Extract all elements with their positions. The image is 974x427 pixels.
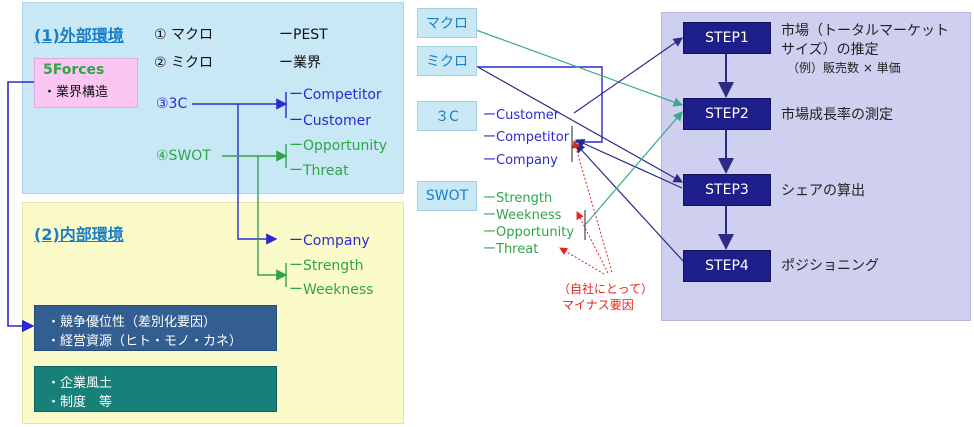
step1-desc-line3: （例）販売数 × 単価 — [787, 61, 901, 75]
opportunity-item: ーOpportunity — [289, 138, 388, 154]
company-item: ーCompany — [289, 233, 370, 249]
box-line: ・競争優位性（差別化要因） — [47, 315, 217, 330]
step3-desc: シェアの算出 — [781, 183, 865, 199]
macro-label: ① マクロ — [154, 27, 214, 43]
step4-box: STEP4 — [683, 250, 771, 282]
competitor-item: ーCompetitor — [289, 87, 382, 103]
swot-label: ④SWOT — [156, 148, 211, 164]
mid-customer-item: ーCustomer — [483, 108, 560, 123]
step2-box: STEP2 — [683, 98, 771, 130]
competitive-advantage-box: ・競争優位性（差別化要因） ・経営資源（ヒト・モノ・カネ） — [34, 305, 277, 351]
micro-label: ② ミクロ — [154, 55, 214, 71]
step2-desc: 市場成長率の測定 — [781, 107, 893, 123]
micro-note: ー業界 — [279, 55, 321, 71]
negative-factor-note-line1: （自社にとって） — [558, 282, 654, 296]
step4-desc: ポジショニング — [781, 258, 879, 274]
box-line: ・企業風土 — [47, 376, 113, 391]
strength-item: ーStrength — [289, 258, 364, 274]
micro-tag: ミクロ — [417, 46, 477, 76]
mid-competitor-item: ーCompetitor — [483, 130, 570, 145]
mid-strength-item: ーStrength — [483, 191, 553, 206]
step1-box: STEP1 — [683, 22, 771, 54]
mid-company-item: ーCompany — [483, 153, 558, 168]
mid-opportunity-item: ーOpportunity — [483, 225, 575, 240]
five-forces-box: 5Forces ・業界構造 — [34, 58, 138, 108]
mid-threat-item: ーThreat — [483, 242, 539, 257]
internal-environment-title: (2)内部環境 — [34, 225, 124, 244]
three-c-tag: ３C — [417, 101, 477, 131]
macro-tag: マクロ — [417, 8, 477, 38]
step1-desc-line1: 市場（トータルマーケット — [781, 23, 949, 39]
box-line: ・制度 等 — [47, 395, 113, 410]
mid-weekness-item: ーWeekness — [483, 208, 562, 223]
step3-box: STEP3 — [683, 174, 771, 206]
step1-desc-line2: サイズ）の推定 — [781, 42, 879, 58]
five-forces-title: 5Forces — [43, 62, 105, 78]
negative-factor-note-line2: マイナス要因 — [562, 298, 634, 312]
five-forces-sub: ・業界構造 — [43, 85, 109, 100]
swot-tag: SWOT — [417, 181, 477, 211]
threat-item: ーThreat — [289, 163, 349, 179]
box-line: ・経営資源（ヒト・モノ・カネ） — [47, 334, 243, 349]
macro-note: ーPEST — [279, 27, 328, 43]
external-environment-title: (1)外部環境 — [34, 26, 124, 45]
corporate-culture-box: ・企業風土 ・制度 等 — [34, 366, 277, 412]
weekness-item: ーWeekness — [289, 282, 374, 298]
customer-item: ーCustomer — [289, 113, 372, 129]
three-c-label: ③3C — [156, 96, 188, 112]
